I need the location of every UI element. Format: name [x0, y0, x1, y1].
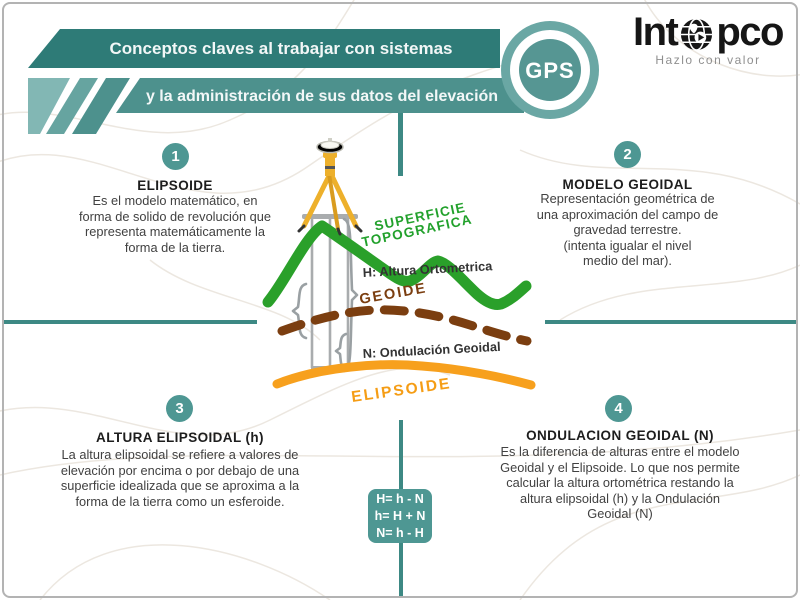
- geoid-label: GEOIDE: [358, 280, 428, 308]
- ellipsoid-label: ELIPSOIDE: [350, 375, 452, 406]
- geoid-undulation-label: N: Ondulación Geoidal: [362, 339, 501, 361]
- geoid-curve: [277, 305, 532, 346]
- logo-text-right: pco: [716, 10, 784, 54]
- decor-stripe-1: [46, 78, 98, 134]
- section-1-number: 1: [162, 143, 189, 170]
- section-3-body: La altura elipsoidal se refiere a valore…: [60, 447, 300, 509]
- brace-h-ellipsoidal: [342, 217, 359, 373]
- section-1-title: ELIPSOIDE: [137, 178, 213, 193]
- banner-top-text: Conceptos claves al trabajar con sistema…: [110, 39, 453, 58]
- brace-h-ortometric: [291, 282, 308, 340]
- surface-curve: [262, 220, 532, 310]
- section-2-body: Representación geométrica de una aproxim…: [536, 191, 719, 269]
- section-3-title: ALTURA ELIPSOIDAL (h): [96, 430, 264, 445]
- section-2-title: MODELO GEOIDAL: [562, 177, 693, 192]
- logo-text-left: Int: [633, 10, 679, 54]
- decor-triangle: [28, 78, 70, 134]
- ellipsoid-curve: [272, 360, 536, 390]
- banner-bottom: [116, 78, 524, 113]
- divider-horizontal-left: [4, 320, 257, 324]
- divider-vertical-top: [398, 112, 403, 176]
- section-3-number: 3: [166, 395, 193, 422]
- divider-horizontal-right: [545, 320, 796, 324]
- formula-box: H= h - N h= H + N N= h - H: [368, 489, 432, 543]
- logo-tagline: Hazlo con valor: [655, 53, 761, 67]
- section-2-number: 2: [614, 141, 641, 168]
- section-4-number: 4: [605, 395, 632, 422]
- orthometric-height-label: H: Altura Ortometrica: [362, 258, 493, 280]
- section-4-body: Es la diferencia de alturas entre el mod…: [500, 444, 740, 522]
- header: GPS Conceptos claves al trabajar con sis…: [28, 21, 599, 134]
- section-4-title: ONDULACION GEOIDAL (N): [526, 428, 714, 443]
- gps-badge-inner: [519, 39, 581, 101]
- gps-tripod: [297, 138, 363, 236]
- decor-stripe-2: [72, 78, 130, 134]
- globe-icon: [681, 17, 713, 51]
- banner-bottom-text: y la administración de sus datos del ele…: [146, 88, 498, 105]
- banner-top: [28, 29, 500, 68]
- logo: Int pco Hazlo con valor: [618, 12, 798, 67]
- gps-badge-label: GPS: [525, 58, 574, 83]
- section-1-body: Es el modelo matemático, en forma de sol…: [78, 193, 272, 255]
